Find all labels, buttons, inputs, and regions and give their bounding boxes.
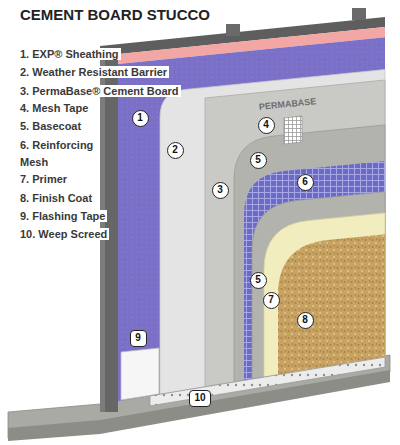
primer (264, 213, 385, 377)
callout-number: 8 (297, 312, 314, 329)
weather-barrier (160, 70, 385, 395)
callout-text: 10 (194, 392, 205, 404)
basecoat (252, 192, 385, 379)
callout-text: 8 (302, 314, 308, 326)
finish-coat (278, 234, 385, 374)
title-wrap: CEMENT BOARD STUCCO (20, 6, 210, 24)
diagram-title: CEMENT BOARD STUCCO (20, 6, 210, 23)
callout-text: 9 (135, 332, 141, 344)
legend-item: 10. Weep Screed (20, 228, 109, 240)
callout-text: 5 (255, 154, 261, 166)
label-wrap: 8. Finish Coat (20, 189, 94, 206)
stud-top (352, 8, 366, 20)
callout-text: 1 (137, 112, 143, 124)
legend-item: 6. Reinforcing Mesh (20, 139, 93, 168)
label-wrap: 1. EXP® Sheathing (20, 45, 121, 62)
callout-text: 4 (263, 119, 269, 131)
legend-item: 2. Weather Resistant Barrier (20, 66, 169, 78)
callout-number: 5 (250, 152, 267, 169)
callout-number: 6 (297, 174, 314, 191)
legend-item: 3. PermaBase® Cement Board (20, 85, 181, 97)
stud-top (226, 24, 240, 36)
callout-text: 2 (172, 144, 178, 156)
callout-number: 5 (250, 272, 267, 289)
reinforcing-mesh (244, 161, 385, 381)
label-wrap: 4. Mesh Tape (20, 99, 90, 116)
flashing-tape (121, 348, 159, 400)
callout-number: 2 (167, 142, 184, 159)
cement-board (205, 80, 385, 387)
basecoat (234, 125, 385, 382)
legend-item: 4. Mesh Tape (20, 102, 90, 114)
callout-number: 7 (263, 292, 280, 309)
label-wrap: 7. Primer (20, 170, 69, 187)
label-wrap: 10. Weep Screed (20, 225, 109, 242)
callout-number: 1 (132, 110, 149, 127)
callout-text: 5 (255, 274, 261, 286)
label-wrap: 9. Flashing Tape (20, 207, 107, 224)
label-wrap: 2. Weather Resistant Barrier (20, 63, 169, 80)
label-wrap: 5. Basecoat (20, 117, 83, 134)
legend-item: 8. Finish Coat (20, 192, 94, 204)
label-wrap: 6. Reinforcing Mesh (20, 136, 102, 170)
mesh-tape (284, 116, 302, 144)
legend-item: 9. Flashing Tape (20, 210, 107, 222)
callout-tag: 10 (189, 390, 211, 407)
legend-item: 5. Basecoat (20, 120, 83, 132)
legend-item: 7. Primer (20, 173, 69, 185)
board-print: PERMABASE (258, 96, 318, 112)
callout-text: 7 (268, 294, 274, 306)
callout-number: 3 (212, 182, 229, 199)
legend-item: 1. EXP® Sheathing (20, 48, 121, 60)
callout-text: 3 (217, 184, 223, 196)
weep-screed (150, 357, 385, 406)
callout-number: 4 (258, 117, 275, 134)
label-wrap: 3. PermaBase® Cement Board (20, 82, 181, 99)
callout-tag: 9 (130, 330, 147, 347)
callout-text: 6 (302, 176, 308, 188)
